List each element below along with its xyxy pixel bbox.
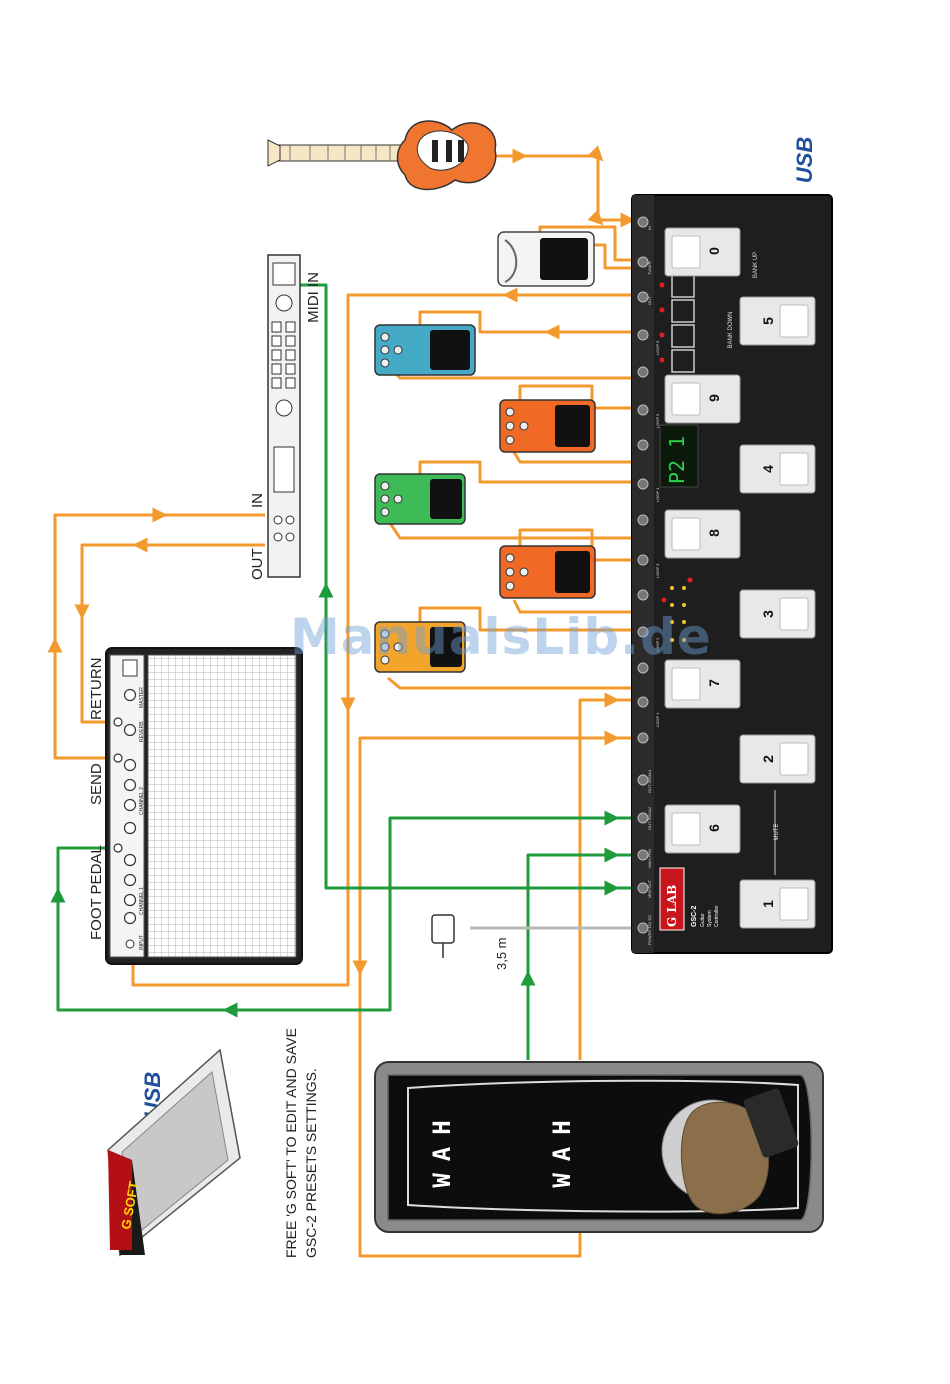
loop-3-label: LOOP 3 [655,563,660,578]
gsc2-controller [631,194,833,954]
cable-wah-audio [578,698,632,1060]
amp-channel-1-label: CHANNEL 1 [139,887,145,915]
footswitch-5-label: 5 [760,317,776,325]
wah-text-1: WAH [428,1108,456,1187]
guitar-amplifier [105,647,303,965]
cable-length-label: 3,5 m [494,937,509,970]
amp-return-label: RETURN [88,658,105,721]
jack-out-sw34-label: OUT SW3&4 [647,769,652,793]
audio-cables [47,145,636,1258]
footswitch-2-label: 2 [760,755,776,763]
amp-foot-pedal-label: FOOT PEDAL [88,845,105,940]
cable-tuner [538,225,632,262]
jack-tuner-label: TUNER [647,261,652,275]
power-adapter [431,914,455,958]
electric-guitar [267,120,497,191]
midi-cables [50,283,632,1060]
pedal-green [374,473,466,525]
cable-rack-to-return [80,543,265,724]
cable-loop1 [418,606,632,632]
footswitch-7-label: 7 [706,679,722,687]
cable-guitar-to-in [495,145,632,226]
footswitch-3-label: 3 [760,610,776,618]
footswitch-6-label: 6 [706,824,722,832]
jack-in-label: IN [647,226,652,230]
amp-reverb-label: REVERB [139,721,145,742]
amp-master-label: MASTER [139,687,145,708]
footswitch-8-label: 8 [706,529,722,537]
pedal-blue [374,324,476,376]
cable-out-to-amp-input [131,293,632,987]
subtitle-system: System [707,910,713,927]
gsoft-caption-line-2: GSC-2 PRESETS SETTINGS. [303,1068,319,1258]
usb-logo-top: USB [792,137,817,184]
bank-down-label: BANK DOWN [728,311,734,348]
amp-input-label: INPUT [139,935,145,950]
cable-loop6 [418,310,632,334]
wah-text-2: WAH [548,1108,576,1187]
preset-display: P2 1 [665,436,689,484]
bank-up-label: BANK UP [753,252,759,278]
footswitch-1-label: 1 [760,900,776,908]
jack-out-sw12-label: OUT SW1&2 [647,806,652,830]
jack-wah-pro-label: WAH-PRO [647,849,652,868]
rack-in-label: IN [249,493,266,508]
jack-out-label: OUT [647,296,652,305]
cable-loop3 [518,528,632,562]
pedal-orange-2 [499,545,596,599]
usb-logo-text: USB [792,137,817,184]
jack-midi-out-label: MIDI OUT [647,879,652,898]
footswitch-4-label: 4 [760,465,776,473]
pedal-yellow [374,621,466,673]
midi-in-label: MIDI IN [305,272,322,323]
glab-logo: G LAB [665,885,679,927]
gsoft-caption-line-1: FREE 'G SOFT' TO EDIT AND SAVE [283,1028,299,1258]
mute-label: MUTE [774,824,780,841]
pedal-orange-1 [499,399,596,453]
cable-wah-pro [526,853,632,1060]
wah-pedal [374,1061,824,1233]
rack-effect-unit [267,254,301,578]
footswitch-0-label: 0 [706,247,722,255]
rack-out-label: OUT [249,548,266,580]
footswitch-9-label: 9 [706,394,722,402]
tuner-pedal [497,231,595,287]
loop-1-label: LOOP 1 [655,712,660,727]
laptop [107,1048,241,1257]
loop-5-label: LOOP 5 [655,413,660,428]
loop-4-label: LOOP 4 [655,487,660,502]
amp-send-label: SEND [88,763,105,805]
loop-6-label: LOOP 6 [655,340,660,355]
amp-channel-2-label: CHANNEL 2 [139,787,145,815]
cable-loop4 [418,460,632,484]
jack-power-label: POWER 12V DC [647,915,652,945]
cable-loop5 [518,384,632,410]
subtitle-guitar: Guitar [700,913,706,927]
model-label: GSC-2 [691,906,698,928]
subtitle-controller: Controller [714,905,720,927]
loop-2-label: LOOP 2 [655,637,660,652]
